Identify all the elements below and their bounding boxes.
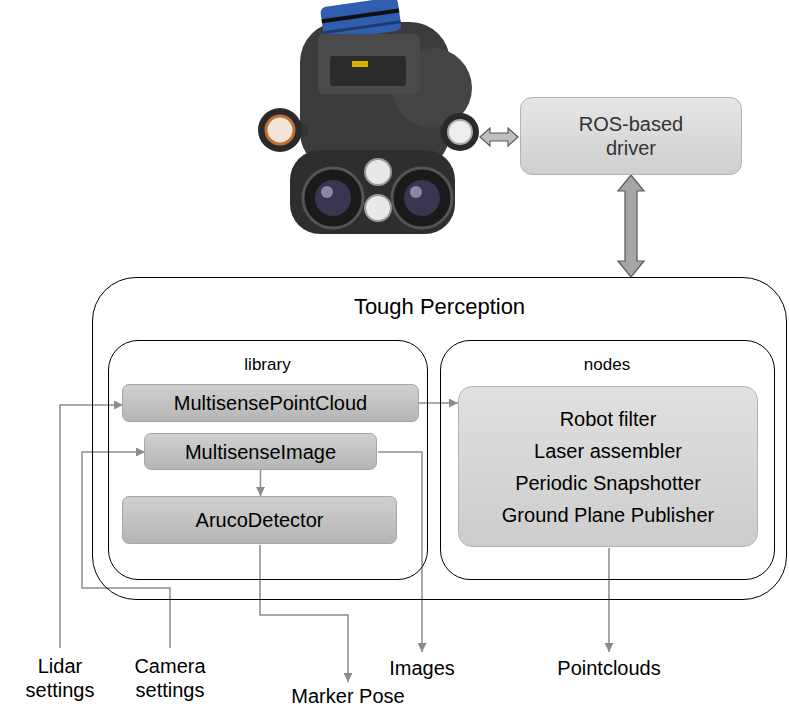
group-title: library xyxy=(244,355,290,375)
group-frame: MultisensePointCloudMultisenseImageAruco… xyxy=(108,340,428,580)
text-holder: Tough Perception xyxy=(93,294,786,320)
text-holder: ROS-based driver xyxy=(521,98,741,174)
group-title: Tough Perception xyxy=(354,294,525,320)
lidar-head xyxy=(318,34,420,94)
text-holder: nodes xyxy=(441,355,774,375)
output-label: Marker Pose xyxy=(278,684,418,708)
output-label: Pointclouds xyxy=(539,656,679,680)
connector-arrow xyxy=(419,402,458,404)
side-light xyxy=(441,113,479,151)
lens-glass xyxy=(404,180,440,216)
box-text: Robot filter xyxy=(560,403,657,435)
text-holder: MultisenseImage xyxy=(145,434,376,469)
node-list-box: Robot filterLaser assemblerPeriodic Snap… xyxy=(458,386,758,547)
class-box: MultisenseImage xyxy=(144,433,377,470)
lens-glass xyxy=(315,180,351,216)
connector-arrow xyxy=(260,470,262,496)
side-light-lamp xyxy=(266,116,294,144)
input-label: Lidar settings xyxy=(14,654,106,702)
text-holder: ArucoDetector xyxy=(123,497,396,543)
sensor-link-arrow xyxy=(480,128,518,146)
led xyxy=(365,159,391,185)
multisense-sensor xyxy=(258,0,479,234)
camera-lens xyxy=(392,168,452,228)
camera-head xyxy=(290,150,455,234)
led xyxy=(365,195,391,221)
lidar-band xyxy=(322,8,400,23)
camera-lens xyxy=(303,168,363,228)
group-title: nodes xyxy=(584,355,630,375)
text-holder: MultisensePointCloud xyxy=(123,385,418,421)
class-box: MultisensePointCloud xyxy=(122,384,419,422)
text-holder: Robot filterLaser assemblerPeriodic Snap… xyxy=(459,387,757,546)
side-light xyxy=(258,108,302,152)
box-text: Laser assembler xyxy=(534,435,682,467)
driver-box: ROS-based driver xyxy=(520,97,742,175)
class-box: ArucoDetector xyxy=(122,496,397,544)
box-text: MultisenseImage xyxy=(185,440,336,464)
pointclouds-leader xyxy=(608,548,610,652)
block-arrow xyxy=(618,175,644,277)
camera-settings-leader xyxy=(82,452,170,648)
text-holder: library xyxy=(109,355,427,375)
lidar-window xyxy=(330,56,406,86)
package-frame: MultisensePointCloudMultisenseImageAruco… xyxy=(92,277,787,600)
lens-highlight xyxy=(321,186,333,198)
lidar-sticker xyxy=(352,61,368,67)
input-label: Camera settings xyxy=(115,654,225,702)
group-frame: Robot filterLaser assemblerPeriodic Snap… xyxy=(440,340,775,580)
lidar-band xyxy=(323,20,401,34)
lens-highlight xyxy=(410,186,422,198)
box-text: Ground Plane Publisher xyxy=(502,499,714,531)
marker-pose-leader xyxy=(260,545,348,682)
output-label: Images xyxy=(377,656,467,680)
box-text: MultisensePointCloud xyxy=(174,391,367,415)
box-text: ArucoDetector xyxy=(196,508,324,532)
box-text: Periodic Snapshotter xyxy=(515,467,701,499)
images-leader xyxy=(378,452,422,652)
side-light-lamp xyxy=(448,120,472,144)
box-text: ROS-based driver xyxy=(566,112,696,160)
